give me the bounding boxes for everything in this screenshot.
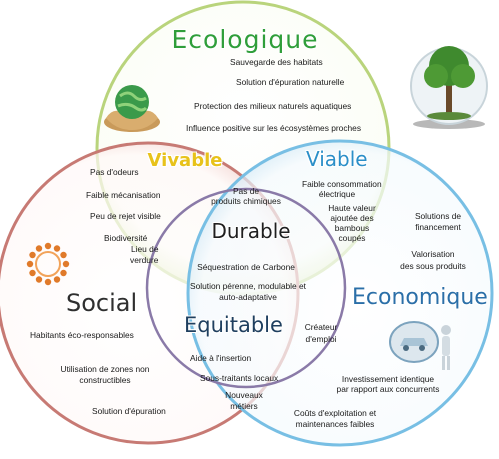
durable-item: Séquestration de Carbone — [197, 262, 295, 272]
durable-title: Durable — [211, 219, 291, 243]
vivable-item: Biodiversité — [104, 233, 148, 243]
durable-item: auto-adaptative — [219, 292, 277, 302]
social-title: Social — [66, 289, 138, 317]
vivable-item: Faible mécanisation — [86, 190, 161, 200]
social-item: Habitants éco-responsables — [30, 330, 134, 340]
equitable-item: métiers — [230, 401, 258, 411]
equitable-right-item: d'emploi — [305, 334, 337, 344]
vivable-item: Pas d'odeurs — [90, 167, 139, 177]
ecologique-item: Protection des milieux naturels aquatiqu… — [194, 101, 352, 111]
equitable-item: Nouveaux — [225, 390, 263, 400]
equitable-item: Sous-traitants locaux — [200, 373, 279, 383]
viable-title: Viable — [306, 147, 368, 171]
economique-item: financement — [415, 222, 461, 232]
social-item: Utilisation de zones non — [60, 364, 150, 374]
durable-top-item: Pas de — [232, 186, 260, 196]
tree-in-glass-sphere-icon — [410, 46, 488, 129]
economique-bottom-item: Coûts d'exploitation et — [293, 408, 377, 418]
economique-item: Solutions de — [414, 211, 462, 221]
economique-item: Valorisation — [411, 249, 455, 259]
economique-item: des sous produits — [400, 261, 466, 271]
viable-item: Faible consommation — [302, 179, 382, 189]
vivable-title: Vivable — [147, 150, 223, 171]
equitable-title: Equitable — [184, 313, 283, 337]
circle-durable — [145, 187, 347, 389]
ring-of-people-icon — [26, 242, 70, 286]
circle-economique — [186, 139, 494, 447]
social-item: Solution d'épuration — [92, 406, 166, 416]
viable-item: Haute valeur — [328, 203, 376, 213]
viable-item: ajoutée des — [330, 213, 374, 223]
ecologique-title: Ecologique — [171, 25, 319, 54]
ecologique-item: Influence positive sur les écosystèmes p… — [186, 123, 362, 133]
viable-item: coupés — [338, 233, 366, 243]
ecologique-item: Sauvegarde des habitats — [230, 57, 323, 67]
equitable-item: Aide à l'insertion — [190, 353, 252, 363]
person-with-car-icon — [389, 321, 451, 370]
equitable-right-item: Créateur — [304, 322, 338, 332]
ecologique-item: Solution d'épuration naturelle — [236, 77, 345, 87]
economique-bottom-item: par rapport aux concurrents — [336, 384, 440, 394]
viable-item: électrique — [318, 189, 356, 199]
vivable-item: Lieu de — [131, 244, 159, 254]
economique-title: Economique — [352, 285, 488, 310]
economique-bottom-item: Investissement identique — [341, 374, 435, 384]
durable-top-item: produits chimiques — [211, 196, 281, 206]
social-item: constructibles — [79, 375, 131, 385]
viable-item: bambous — [334, 223, 370, 233]
vivable-item: Peu de rejet visible — [90, 211, 161, 221]
durable-item: Solution pérenne, modulable et — [190, 281, 306, 291]
economique-bottom-item: maintenances faibles — [295, 419, 375, 429]
vivable-item: verdure — [130, 255, 159, 265]
globe-in-hands-icon — [104, 85, 160, 132]
